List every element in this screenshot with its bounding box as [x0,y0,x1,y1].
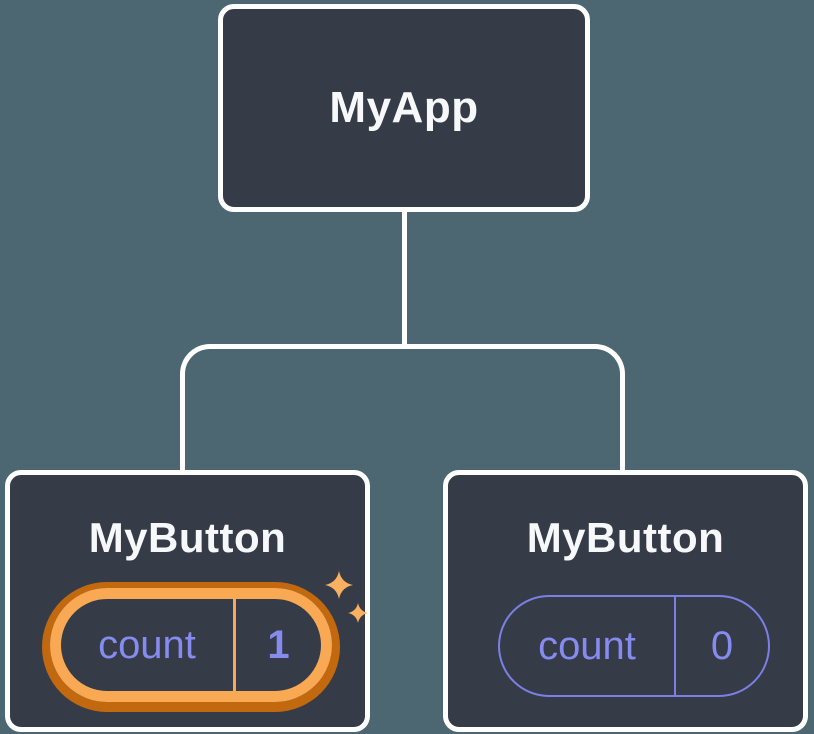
node-label-mybutton-left: MyButton [88,514,287,561]
state-value: 0 [710,624,734,668]
pill-divider [233,599,236,691]
tree-node-mybutton-right: MyButton count 0 [443,470,808,732]
node-label-mybutton-right: MyButton [526,514,725,561]
tree-node-mybutton-left: MyButton count 1 [5,470,370,732]
pill-divider [674,597,676,695]
state-key-label: count [98,623,196,667]
node-label-myapp: MyApp [329,83,479,132]
connector-stem [402,210,407,349]
state-key-label: count [538,624,636,668]
state-value: 1 [267,623,290,667]
sparkles-icon [325,571,368,623]
state-pill-highlighted: count 1 [50,588,332,702]
state-pill: count 0 [498,595,770,697]
connector-branch [180,344,625,474]
tree-node-myapp: MyApp [218,4,590,212]
